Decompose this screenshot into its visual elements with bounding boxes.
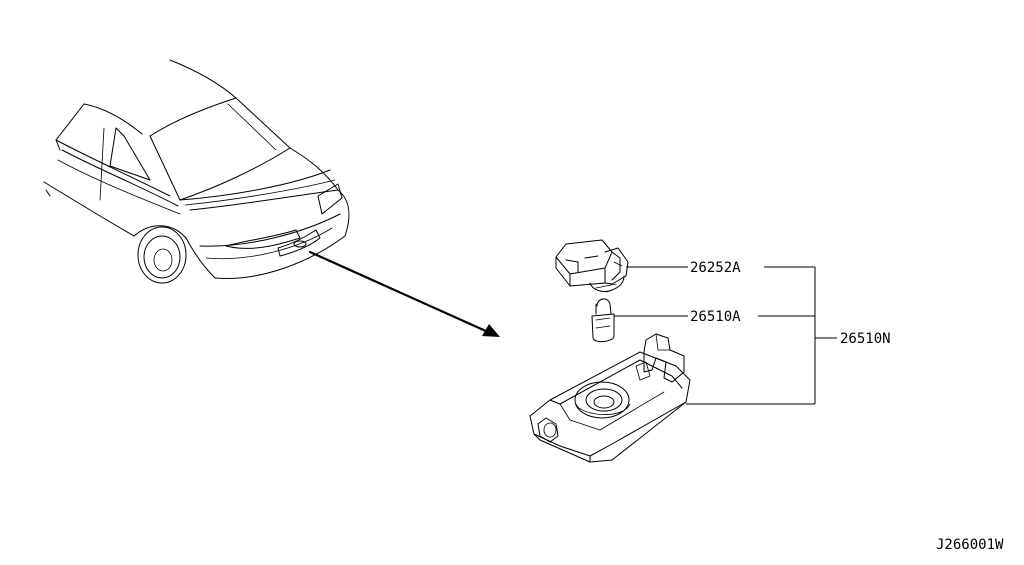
pointer-arrow [308,250,500,337]
car-illustration [43,59,350,284]
diagram-code: J266001W [936,537,1004,553]
lamp-housing [529,333,691,463]
bulb-socket [555,239,629,293]
callout-lines [614,266,837,405]
part-label-bulb: 26510A [690,309,741,325]
part-label-assembly: 26510N [840,331,891,347]
wedge-bulb [591,298,615,343]
part-label-socket: 26252A [690,260,741,276]
